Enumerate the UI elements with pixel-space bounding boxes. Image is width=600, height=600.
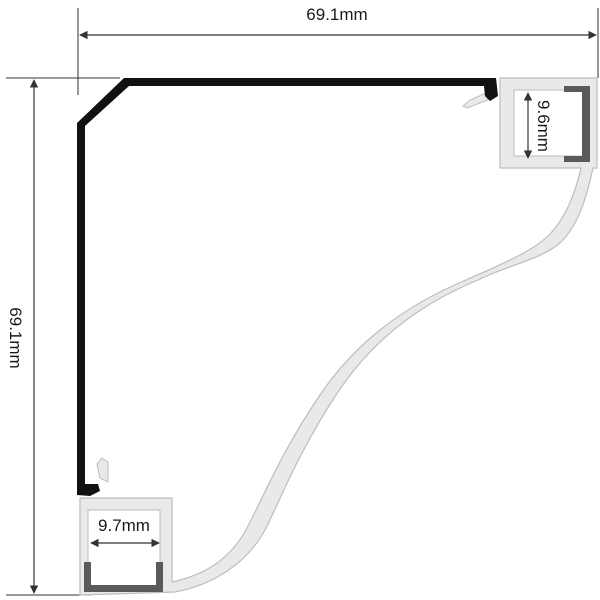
height-dimension: 69.1mm <box>6 79 39 594</box>
top-snap-lip <box>462 92 489 109</box>
bottom-channel-cavity <box>87 509 161 587</box>
height-dimension-label: 69.1mm <box>6 307 25 368</box>
bottom-snap-lip <box>96 457 109 483</box>
bottom-channel-dimension-label: 9.7mm <box>98 516 150 535</box>
aluminium-profile <box>79 77 598 596</box>
black-diffuser <box>77 78 498 496</box>
top-channel-dimension-label: 9.6mm <box>534 100 553 152</box>
top-channel-dimension: 9.6mm <box>523 92 553 159</box>
bottom-channel-clip <box>84 562 163 592</box>
width-dimension-label: 69.1mm <box>306 5 367 24</box>
width-dimension: 69.1mm <box>79 5 597 40</box>
top-channel-clip <box>564 86 590 162</box>
bottom-channel-dimension: 9.7mm <box>90 516 160 548</box>
extension-lines <box>6 8 599 596</box>
